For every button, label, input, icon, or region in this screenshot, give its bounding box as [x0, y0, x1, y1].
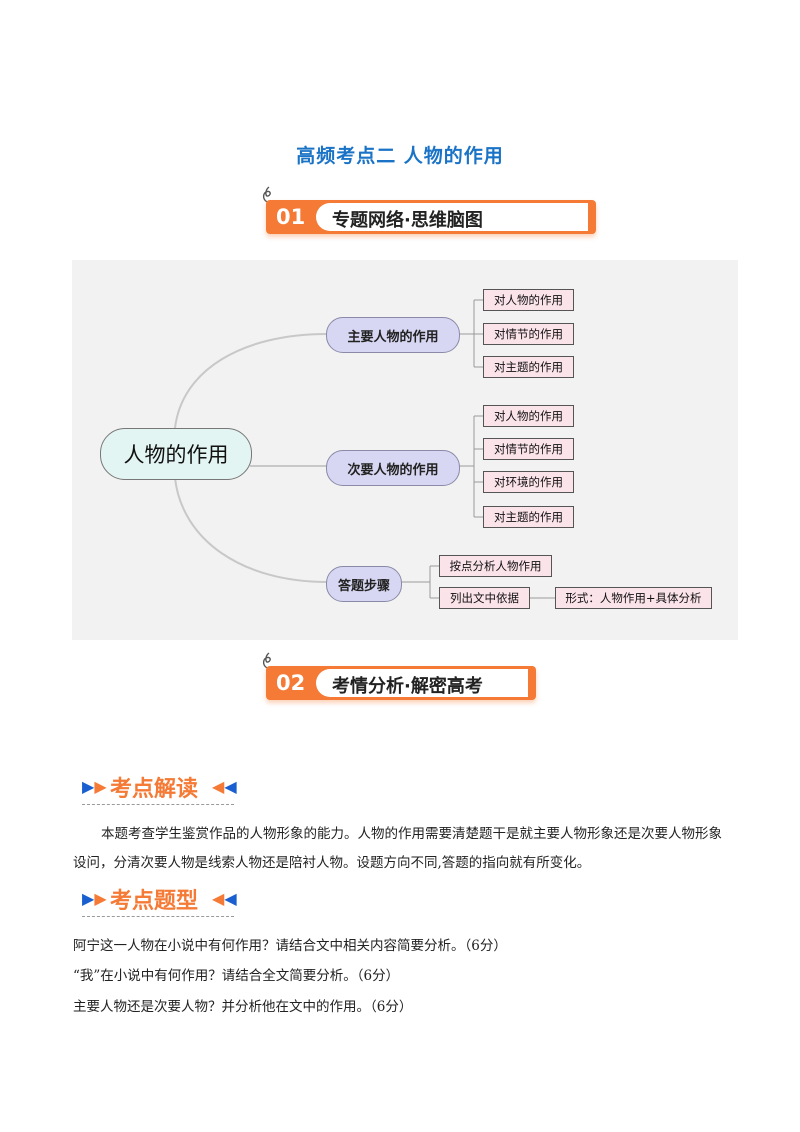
double-arrow-right-icon: ▶▶	[82, 889, 107, 908]
section-title: 考点题型	[110, 889, 199, 914]
dashed-divider	[82, 804, 234, 805]
mind-map-connectors	[174, 299, 555, 599]
leaf-node: 对环境的作用	[483, 471, 574, 493]
banner-number: 01	[276, 205, 306, 229]
leaf-node: 对主题的作用	[483, 356, 574, 378]
section-heading-question-types: ▶▶ 考点题型 ◀◀	[82, 883, 242, 917]
section-title: 考点解读	[110, 777, 199, 802]
double-arrow-left-icon: ◀◀	[212, 889, 237, 908]
leaf-node: 列出文中依据	[439, 587, 530, 609]
section-banner-analysis: 02 考情分析·解密高考	[262, 652, 606, 704]
section-heading-interpretation: ▶▶ 考点解读 ◀◀	[82, 771, 242, 805]
banner-label: 专题网络·思维脑图	[332, 210, 483, 231]
branch-main-character: 主要人物的作用	[326, 317, 460, 353]
leaf-node: 对人物的作用	[483, 289, 574, 311]
question-item: “我”在小说中有何作用？请结合全文简要分析。（6分）	[73, 968, 400, 984]
banner-label-box: 考情分析·解密高考	[316, 669, 528, 697]
dashed-divider	[82, 916, 234, 917]
leaf-node: 对情节的作用	[483, 438, 574, 460]
section-banner-mindmap: 01 专题网络·思维脑图	[262, 186, 606, 238]
double-arrow-left-icon: ◀◀	[212, 777, 237, 796]
mind-map: 人物的作用 主要人物的作用 对人物的作用 对情节的作用 对主题的作用 次要人物的…	[72, 260, 738, 640]
leaf-node: 对人物的作用	[483, 405, 574, 427]
mind-map-root: 人物的作用	[100, 428, 252, 480]
leaf-node: 按点分析人物作用	[439, 555, 552, 577]
interpretation-paragraph: 本题考查学生鉴赏作品的人物形象的能力。人物的作用需要清楚题干是就主要人物形象还是…	[73, 826, 722, 871]
paperclip-icon	[262, 186, 271, 203]
banner-label-box: 专题网络·思维脑图	[316, 203, 588, 231]
paperclip-icon	[262, 652, 271, 669]
question-item: 主要人物还是次要人物？并分析他在文中的作用。（6分）	[73, 999, 413, 1015]
branch-answer-steps: 答题步骤	[326, 566, 402, 602]
double-arrow-right-icon: ▶▶	[82, 777, 107, 796]
banner-number: 02	[276, 671, 306, 695]
leaf-node: 对情节的作用	[483, 323, 574, 345]
leaf-node: 对主题的作用	[483, 506, 574, 528]
banner-label: 考情分析·解密高考	[332, 676, 483, 697]
question-item: 阿宁这一人物在小说中有何作用？请结合文中相关内容简要分析。（6分）	[73, 938, 507, 954]
leaf-node: 形式：人物作用+具体分析	[555, 587, 712, 609]
page-title: 高频考点二 人物的作用	[296, 145, 504, 167]
branch-minor-character: 次要人物的作用	[326, 450, 460, 486]
